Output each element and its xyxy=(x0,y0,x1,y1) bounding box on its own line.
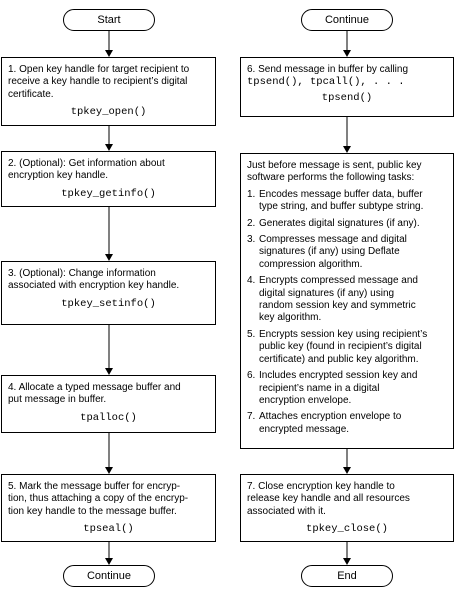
task-text: Encrypts session key using recipient’s p… xyxy=(259,328,428,365)
end-label: End xyxy=(337,570,357,582)
step6-text: 6. Send message in buffer by calling xyxy=(247,64,409,75)
step1-function: tpkey_open() xyxy=(70,106,147,119)
step6-calls: tpsend(), tpcall(), . . . xyxy=(247,76,405,89)
arrowhead xyxy=(105,144,113,151)
continue-terminal: Continue xyxy=(63,565,155,587)
arrowhead xyxy=(105,368,113,375)
step1-box: 1. Open key handle for target recipient … xyxy=(1,57,216,126)
task-text: Encrypts compressed message and digital … xyxy=(259,275,418,324)
arrowhead xyxy=(105,467,113,474)
arrowhead xyxy=(105,50,113,57)
task-item: 5.Encrypts session key using recipient’s… xyxy=(247,328,428,365)
arrowhead xyxy=(343,558,351,565)
arrowhead xyxy=(105,254,113,261)
step5-text: 5. Mark the message buffer for encryp- t… xyxy=(8,481,189,517)
continue-label: Continue xyxy=(86,570,132,582)
tasks-intro: Just before message is sent, public key … xyxy=(247,160,422,184)
task-text: Includes encrypted session key and recip… xyxy=(259,370,418,406)
arrowhead xyxy=(343,146,351,153)
step7-text: 7. Close encryption key handle to releas… xyxy=(247,481,410,517)
step4-box: 4. Allocate a typed message buffer and p… xyxy=(1,375,216,433)
task-text: Generates digital signatures (if any). xyxy=(259,217,420,229)
task-item: 6.Includes encrypted session key and rec… xyxy=(247,370,418,406)
tasks-list: 1.Encodes message buffer data, buffer ty… xyxy=(247,189,449,436)
step4-text: 4. Allocate a typed message buffer and p… xyxy=(8,382,181,406)
step1-text: 1. Open key handle for target recipient … xyxy=(8,64,190,100)
step6-box: 6. Send message in buffer by calling tps… xyxy=(240,57,454,117)
step7-function: tpkey_close() xyxy=(306,523,388,536)
arrowhead xyxy=(105,558,113,565)
step5-function: tpseal() xyxy=(83,523,134,536)
task-item: 3.Compresses message and digital signatu… xyxy=(247,234,407,270)
step2-text: 2. (Optional): Get information about enc… xyxy=(8,158,165,182)
task-text: Attaches encryption envelope to encrypte… xyxy=(259,411,402,435)
step5-box: 5. Mark the message buffer for encryp- t… xyxy=(1,474,216,542)
end-terminal: End xyxy=(301,565,393,587)
arrowhead xyxy=(343,50,351,57)
start-terminal: Start xyxy=(63,9,155,31)
step3-function: tpkey_setinfo() xyxy=(61,297,156,310)
step3-box: 3. (Optional): Change information associ… xyxy=(1,261,216,325)
continue-start-terminal: Continue xyxy=(301,9,393,31)
task-item: 2.Generates digital signatures (if any). xyxy=(247,217,420,229)
continue-start-label: Continue xyxy=(324,14,370,26)
task-item: 1.Encodes message buffer data, buffer ty… xyxy=(247,188,424,213)
step6-function: tpsend() xyxy=(321,91,373,104)
step3-text: 3. (Optional): Change information associ… xyxy=(8,268,180,292)
step4-function: tpalloc() xyxy=(80,411,137,424)
step2-box: 2. (Optional): Get information about enc… xyxy=(1,151,216,207)
step2-function: tpkey_getinfo() xyxy=(61,187,156,200)
arrowhead xyxy=(343,467,351,474)
start-label: Start xyxy=(97,14,121,26)
step7-box: 7. Close encryption key handle to releas… xyxy=(240,474,454,542)
task-text: Encodes message buffer data, buffer type… xyxy=(259,188,424,213)
tasks-box: Just before message is sent, public key … xyxy=(240,153,454,449)
task-item: 4.Encrypts compressed message and digita… xyxy=(247,275,418,324)
task-text: Compresses message and digital signature… xyxy=(259,234,407,270)
task-item: 7.Attaches encryption envelope to encryp… xyxy=(247,411,402,435)
